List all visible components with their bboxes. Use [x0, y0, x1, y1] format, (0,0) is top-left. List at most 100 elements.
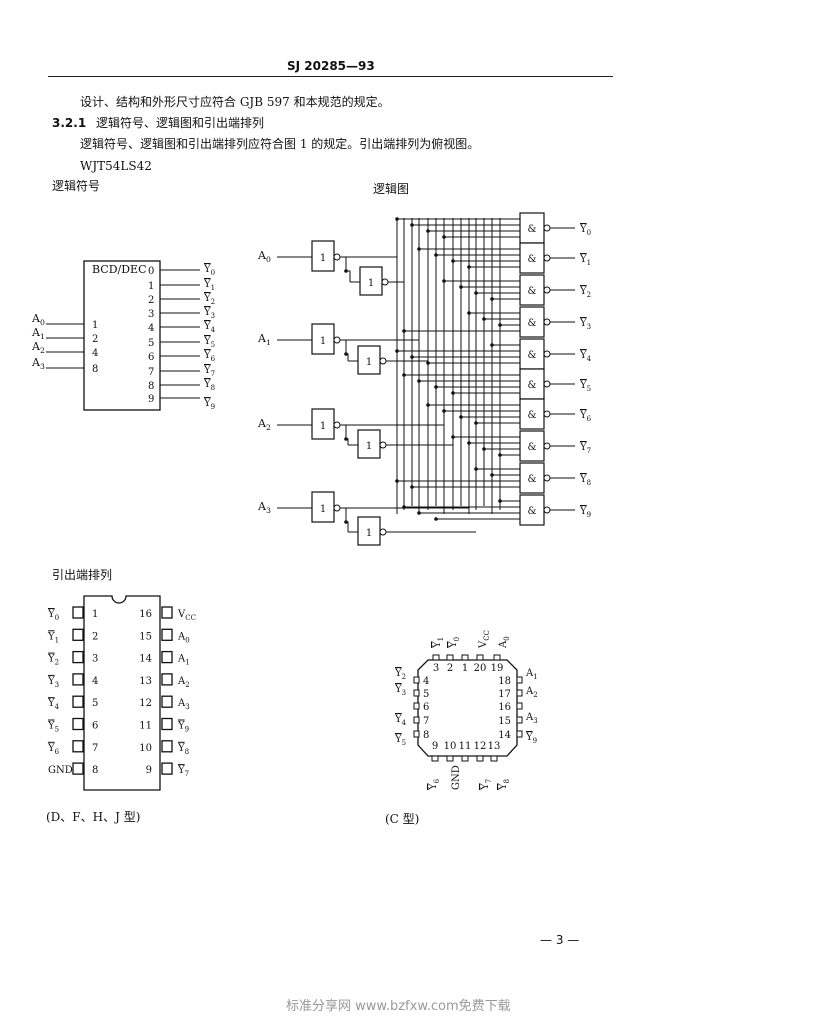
- output-label-y1: Y1: [203, 279, 215, 292]
- inverter-bubble: [333, 336, 341, 344]
- pin-name-y0: Y0: [448, 637, 461, 649]
- gate-bubble: [543, 254, 551, 262]
- logic-diagram-heading: 逻辑图: [373, 182, 410, 196]
- diagram-output-y1: Y1: [579, 254, 591, 267]
- pin-number: 15: [498, 716, 511, 727]
- diagram-output-y6: Y6: [579, 410, 592, 423]
- input-label-a0: A0: [31, 312, 45, 327]
- pin-number: 10: [444, 741, 457, 752]
- nand-gate-8: [519, 462, 545, 494]
- pin-number: 17: [498, 689, 511, 700]
- pin-number: 12: [139, 698, 152, 709]
- pin-name-y1: Y1: [47, 631, 59, 644]
- output-index: 4: [148, 323, 154, 334]
- pin-name-a2: A2: [525, 686, 538, 699]
- junction-dot: [474, 467, 478, 471]
- dip-pin-6: [72, 717, 84, 731]
- pin-name-gnd: GND: [451, 765, 462, 790]
- pin-number: 13: [488, 741, 501, 752]
- lcc-pin-6: [413, 702, 420, 710]
- junction-dot: [344, 437, 348, 441]
- pin-name-y3: Y3: [394, 684, 406, 697]
- nand-symbol: &: [528, 254, 537, 265]
- nand-symbol: &: [528, 442, 537, 453]
- pin-number: 3: [92, 654, 98, 665]
- junction-dot: [451, 435, 455, 439]
- pin-number: 11: [459, 741, 472, 752]
- nand-gate-0: [519, 212, 545, 244]
- pin-name-y6: Y6: [428, 778, 441, 791]
- lcc-pin-16: [516, 702, 523, 710]
- lcc-pin-8: [413, 730, 420, 738]
- output-index: 5: [148, 338, 154, 349]
- inverter-bubble: [379, 528, 387, 536]
- pin-number: 9: [432, 741, 438, 752]
- logic-symbol-heading: 逻辑符号: [52, 179, 101, 193]
- pin-number: 19: [491, 663, 504, 674]
- gate-bubble: [543, 442, 551, 450]
- input-weight: 4: [92, 348, 98, 359]
- nand-symbol: &: [528, 380, 537, 391]
- lcc-pin-14: [516, 730, 523, 738]
- pin-name-vcc: VCC: [478, 630, 491, 649]
- inverter-symbol: 1: [366, 528, 372, 539]
- junction-dot: [395, 217, 399, 221]
- input-weight: 1: [92, 320, 98, 331]
- junction-dot: [426, 361, 430, 365]
- nand-symbol: &: [528, 350, 537, 361]
- dip-pin-13: [161, 673, 173, 686]
- inverter-symbol: 1: [320, 421, 326, 432]
- junction-dot: [344, 520, 348, 524]
- pin-name-y2: Y2: [394, 668, 406, 681]
- inverter-symbol: 1: [366, 357, 372, 368]
- lcc-pin-19: [493, 654, 501, 661]
- gate-bubble: [543, 474, 551, 482]
- pin-name-y0: Y0: [47, 609, 59, 622]
- junction-dot: [474, 291, 478, 295]
- pin-name-a0: A0: [498, 636, 511, 649]
- pin-number: 11: [139, 721, 152, 732]
- pin-number: 6: [92, 721, 98, 732]
- gate-bubble: [543, 506, 551, 514]
- junction-dot: [410, 223, 414, 227]
- junction-dot: [417, 379, 421, 383]
- dip-pin-9: [161, 762, 173, 775]
- pin-number: 4: [423, 676, 429, 687]
- nand-gate-7: [519, 430, 545, 462]
- part-number: WJT54LS42: [80, 159, 152, 173]
- junction-dot: [467, 265, 471, 269]
- input-label-a2: A2: [31, 340, 45, 355]
- input-weight: 2: [92, 334, 98, 345]
- pin-number: 6: [423, 702, 429, 713]
- output-index: 7: [148, 367, 154, 378]
- diagram-output-y9: Y9: [579, 506, 591, 519]
- output-label-y2: Y2: [203, 293, 215, 306]
- pin-name-y4: Y4: [47, 698, 60, 711]
- output-label-y8: Y8: [203, 379, 215, 392]
- diagram-input-a1: A1: [257, 332, 271, 347]
- diagram-output-y3: Y3: [579, 318, 591, 331]
- wire: [340, 424, 349, 445]
- pin-name-y8: Y8: [177, 743, 189, 756]
- diagram-input-a2: A2: [257, 417, 271, 432]
- output-label-y6: Y6: [203, 350, 216, 363]
- pin-number: 3: [433, 663, 439, 674]
- gate-bubble: [543, 410, 551, 418]
- junction-dot: [402, 373, 406, 377]
- pin-number: 15: [139, 631, 152, 642]
- dip-pin-10: [161, 740, 173, 753]
- lcc-caption: (C 型): [385, 812, 420, 826]
- dip-pin-11: [161, 717, 173, 731]
- junction-dot: [459, 415, 463, 419]
- pin-name-a1: A1: [177, 654, 190, 667]
- pin-number: 8: [423, 730, 429, 741]
- header-rule: [48, 76, 613, 77]
- dip-pin-5: [72, 695, 84, 708]
- pin-number: 14: [498, 730, 511, 741]
- pin-name-a3: A3: [525, 712, 538, 725]
- lcc-pin-3: [432, 654, 440, 661]
- decoder-function-label: BCD/DEC: [92, 263, 147, 276]
- pin-name-y5: Y5: [394, 734, 406, 747]
